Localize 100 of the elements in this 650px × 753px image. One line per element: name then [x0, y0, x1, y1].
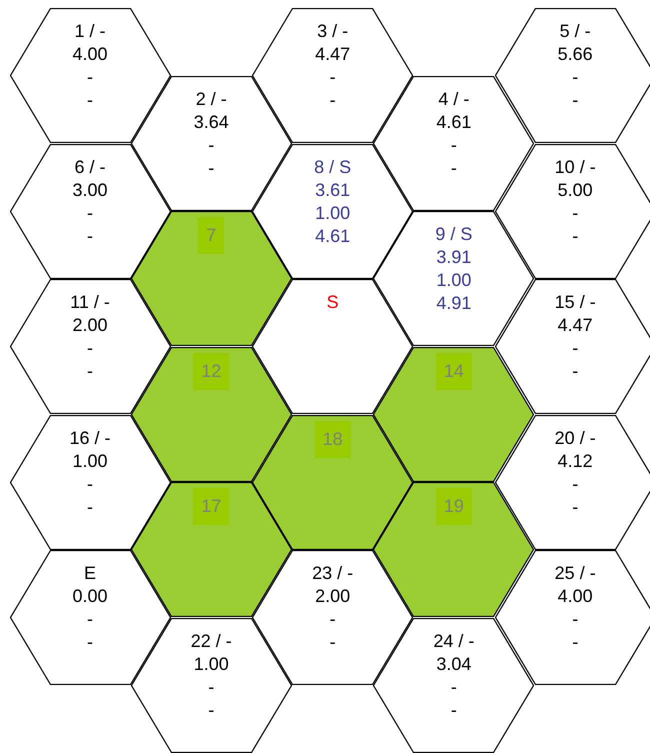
- value-text: 4.00: [558, 585, 593, 608]
- value-text: 5.00: [558, 178, 593, 202]
- value-text: -: [330, 631, 336, 654]
- value-text: 3.91: [436, 246, 472, 269]
- value-text: -: [330, 66, 336, 89]
- hexagon: [373, 76, 534, 210]
- hexagon: [373, 346, 534, 482]
- hexagon: [130, 76, 292, 210]
- hexagon: [130, 618, 292, 752]
- value-text: 4.00: [72, 43, 108, 66]
- value-text: -: [208, 698, 214, 722]
- node-label: 24 / -: [433, 630, 474, 652]
- value-text: -: [87, 360, 93, 383]
- value-text: -: [87, 472, 93, 496]
- value-text: -: [208, 134, 214, 156]
- value-text: 0.00: [72, 585, 108, 608]
- value-text: -: [572, 202, 578, 224]
- value-text: -: [450, 698, 457, 722]
- value-text: 5.66: [558, 43, 593, 66]
- value-text: -: [572, 224, 578, 248]
- number-badge: 17: [193, 488, 230, 525]
- node-label: 25 / -: [554, 562, 596, 585]
- number-badge: 19: [436, 488, 472, 525]
- value-text: 1.00: [72, 450, 108, 472]
- value-text: -: [572, 360, 578, 383]
- node-label: 15 / -: [554, 291, 596, 314]
- node-label: 16 / -: [69, 426, 111, 450]
- node-label: 11 / -: [70, 291, 110, 314]
- value-text: -: [572, 66, 578, 89]
- value-text: -: [87, 202, 93, 224]
- number-badge: 12: [193, 352, 230, 390]
- node-label: 10 / -: [554, 156, 596, 178]
- hexagon: [10, 8, 170, 143]
- value-text: -: [572, 337, 578, 360]
- value-text: -: [572, 608, 578, 631]
- value-text: -: [87, 608, 93, 631]
- number-badge: 18: [314, 420, 351, 458]
- hexagon: [252, 414, 414, 550]
- hexagon: [10, 550, 170, 685]
- value-text: 1.00: [194, 652, 229, 676]
- hexagon: [252, 550, 414, 685]
- value-text: 2.00: [72, 314, 108, 337]
- value-text: -: [330, 89, 336, 112]
- node-label: 9 / S: [435, 223, 472, 246]
- value-text: -: [87, 224, 93, 248]
- node-label: 2 / -: [196, 88, 227, 110]
- value-text: -: [572, 472, 578, 496]
- hexagon: [252, 279, 414, 414]
- value-text: 4.61: [436, 110, 472, 134]
- value-text: -: [450, 156, 457, 180]
- value-text: -: [208, 676, 214, 698]
- value-text: 2.00: [315, 585, 350, 608]
- value-text: -: [87, 631, 93, 654]
- node-label: S: [326, 291, 339, 314]
- hexagon: [373, 482, 534, 617]
- hexagon: [252, 8, 414, 143]
- value-text: 3.04: [436, 652, 472, 676]
- hexagon: [10, 144, 170, 278]
- value-text: -: [87, 496, 93, 518]
- value-text: 3.61: [315, 178, 350, 202]
- number-badge: 7: [198, 217, 224, 254]
- value-text: 1.00: [436, 269, 472, 292]
- hexagon: [494, 8, 650, 143]
- hexagon: [373, 211, 534, 346]
- value-text: -: [330, 608, 336, 631]
- node-label: 4 / -: [438, 88, 470, 110]
- value-text: -: [87, 89, 93, 112]
- node-label: 6 / -: [74, 156, 106, 178]
- value-text: -: [87, 337, 93, 360]
- node-label: E: [84, 562, 96, 585]
- value-text: 3.64: [194, 110, 229, 134]
- node-label: 1 / -: [74, 20, 106, 43]
- value-text: -: [450, 676, 457, 698]
- node-label: 23 / -: [312, 562, 354, 585]
- value-text: 4.61: [315, 224, 350, 248]
- hexagon: [10, 279, 170, 414]
- value-text: 4.47: [315, 43, 350, 66]
- hexagon: [373, 618, 534, 752]
- value-text: 4.12: [558, 450, 593, 472]
- value-text: -: [572, 89, 578, 112]
- node-label: 20 / -: [554, 426, 596, 450]
- value-text: -: [208, 156, 214, 180]
- node-label: 5 / -: [560, 20, 591, 43]
- value-text: -: [572, 496, 578, 518]
- value-text: 3.00: [72, 178, 108, 202]
- value-text: -: [572, 631, 578, 654]
- hexagon: [494, 414, 650, 550]
- value-text: 1.00: [315, 202, 350, 224]
- value-text: -: [450, 134, 457, 156]
- number-badge: 14: [436, 352, 472, 390]
- hexagon: [130, 211, 292, 346]
- hexagon: [252, 144, 414, 278]
- hexagon: [10, 414, 170, 550]
- value-text: 4.91: [436, 292, 472, 315]
- hexagon: [494, 550, 650, 685]
- hexagon: [130, 346, 292, 482]
- hexagon: [494, 279, 650, 414]
- node-label: 3 / -: [317, 20, 348, 43]
- hexagon: [130, 482, 292, 617]
- hexagon: [494, 144, 650, 278]
